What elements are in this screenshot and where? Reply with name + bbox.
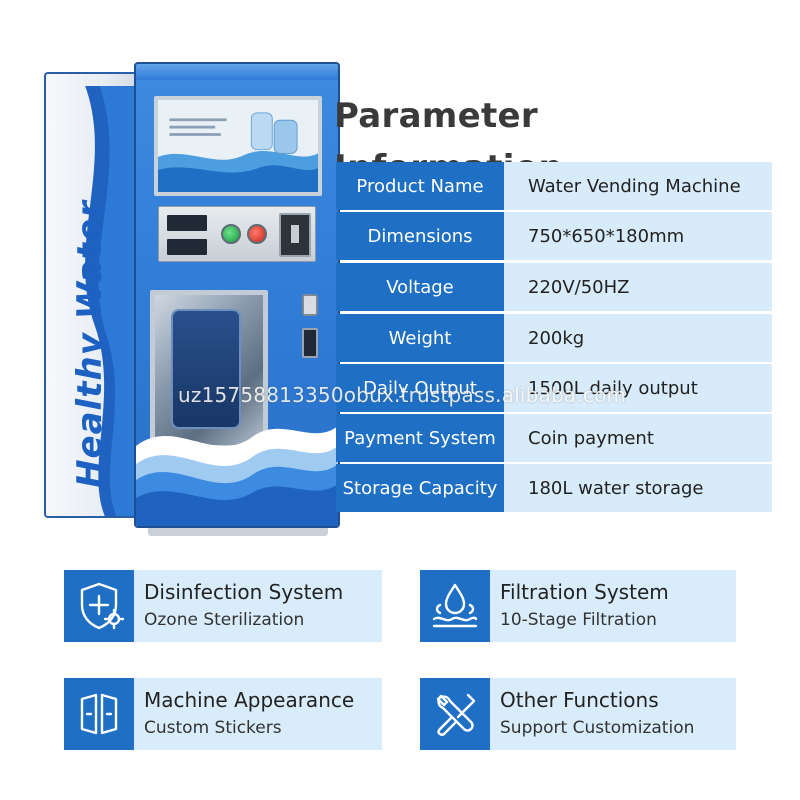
param-value: Coin payment	[504, 414, 772, 462]
param-row-product-name: Product Name Water Vending Machine	[336, 162, 772, 210]
feature-subtitle: Custom Stickers	[144, 718, 282, 738]
machine-side-label: Healthy Water	[50, 194, 130, 494]
control-panel	[158, 206, 316, 262]
param-value: 750*650*180mm	[504, 212, 772, 260]
param-key: Dimensions	[336, 212, 504, 260]
digital-display	[167, 215, 207, 255]
feature-other-functions: Other Functions Support Customization	[420, 678, 736, 750]
coin-acceptor	[279, 213, 311, 257]
param-row-payment-system: Payment System Coin payment	[336, 414, 772, 462]
param-row-weight: Weight 200kg	[336, 314, 772, 362]
feature-subtitle: Support Customization	[500, 718, 695, 738]
water-dispensing-bay	[150, 290, 268, 450]
vending-machine-illustration: Healthy Water	[38, 58, 340, 538]
feature-disinfection: Disinfection System Ozone Sterilization	[64, 570, 382, 642]
side-wave-graphic	[85, 86, 136, 516]
wrench-screwdriver-icon	[420, 678, 490, 750]
shield-plus-icon	[64, 570, 134, 642]
param-value: 1500L daily output	[504, 364, 772, 412]
feature-subtitle: 10-Stage Filtration	[500, 610, 657, 630]
feature-title: Machine Appearance	[144, 688, 355, 712]
param-value: 200kg	[504, 314, 772, 362]
param-key: Payment System	[336, 414, 504, 462]
param-key: Voltage	[336, 263, 504, 311]
advertising-screen	[154, 96, 322, 196]
cabinet-doors-icon	[64, 678, 134, 750]
param-key: Weight	[336, 314, 504, 362]
param-row-dimensions: Dimensions 750*650*180mm	[336, 212, 772, 260]
param-row-daily-output: Daily Output 1500L daily output	[336, 364, 772, 412]
param-key: Storage Capacity	[336, 464, 504, 512]
bottle-graphic	[171, 309, 241, 429]
parameter-table: Product Name Water Vending Machine Dimen…	[336, 162, 772, 514]
machine-base	[148, 528, 328, 536]
param-key: Daily Output	[336, 364, 504, 412]
param-value: Water Vending Machine	[504, 162, 772, 210]
water-drop-filter-icon	[420, 570, 490, 642]
start-button	[221, 224, 241, 244]
feature-appearance: Machine Appearance Custom Stickers	[64, 678, 382, 750]
feature-title: Other Functions	[500, 688, 659, 712]
coin-slot	[302, 294, 318, 316]
feature-title: Disinfection System	[144, 580, 344, 604]
machine-side-panel: Healthy Water	[44, 72, 136, 518]
stop-button	[247, 224, 267, 244]
feature-subtitle: Ozone Sterilization	[144, 610, 305, 630]
feature-title: Filtration System	[500, 580, 669, 604]
front-wave-graphic	[136, 426, 338, 526]
bill-slot	[302, 328, 318, 358]
healthy-water-text: Healthy Water	[70, 200, 111, 488]
param-row-storage-capacity: Storage Capacity 180L water storage	[336, 464, 772, 512]
parameter-title: Parameter Information	[334, 96, 563, 188]
param-value: 220V/50HZ	[504, 263, 772, 311]
param-value: 180L water storage	[504, 464, 772, 512]
machine-top-trim	[136, 64, 338, 80]
param-key: Product Name	[336, 162, 504, 210]
param-row-voltage: Voltage 220V/50HZ	[336, 263, 772, 311]
feature-filtration: Filtration System 10-Stage Filtration	[420, 570, 736, 642]
machine-front-panel	[134, 62, 340, 528]
